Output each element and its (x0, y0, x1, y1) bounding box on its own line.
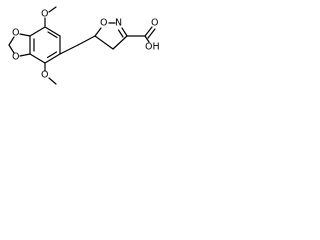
atom-o-dioxole-bottom: O (12, 52, 19, 63)
atom-o-methoxy-bottom: O (41, 70, 48, 81)
bond-c3-c4 (112, 35, 128, 50)
atom-n-ring: N (115, 18, 122, 29)
bond-aryl-ch2 (59, 44, 79, 55)
bond-dioxole-b (8, 36, 15, 46)
bond-ring-6 (29, 26, 46, 37)
bond-ch2-c5 (77, 35, 96, 46)
bond-cooh-oh (144, 35, 150, 43)
atom-o-dioxole-top: O (12, 28, 19, 39)
atom-oh: OH (145, 42, 160, 53)
atom-labels: O O O O O N O OH (12, 9, 160, 81)
bond-n2-c3 (121, 27, 128, 37)
atom-o-ring: O (100, 18, 107, 29)
chemical-structure-diagram: O O O O O N O OH (8, 6, 160, 85)
bond-o-bottom-methyl (48, 77, 57, 85)
atom-o-methoxy-top: O (41, 9, 48, 20)
bond-c5-o1 (94, 27, 102, 37)
atom-o-carbonyl: O (151, 18, 158, 29)
bond-cooh-o (144, 26, 153, 37)
bond-dioxole-d (19, 53, 31, 57)
bond-ring-4 (29, 53, 46, 64)
bond-ring-inner-2 (46, 51, 58, 59)
bond-dioxole-a (19, 33, 31, 37)
bond-methyl-o-top (48, 6, 57, 13)
bond-ring-1 (44, 26, 61, 37)
bond-cooh-o-double (147, 28, 156, 39)
bond-dioxole-c (8, 44, 15, 54)
bond-lines (8, 6, 156, 85)
bond-c4-c5 (94, 35, 114, 50)
bond-n2-c3-double (117, 29, 124, 38)
bond-ring-inner-1 (47, 31, 58, 39)
bond-ring-3 (44, 53, 61, 64)
